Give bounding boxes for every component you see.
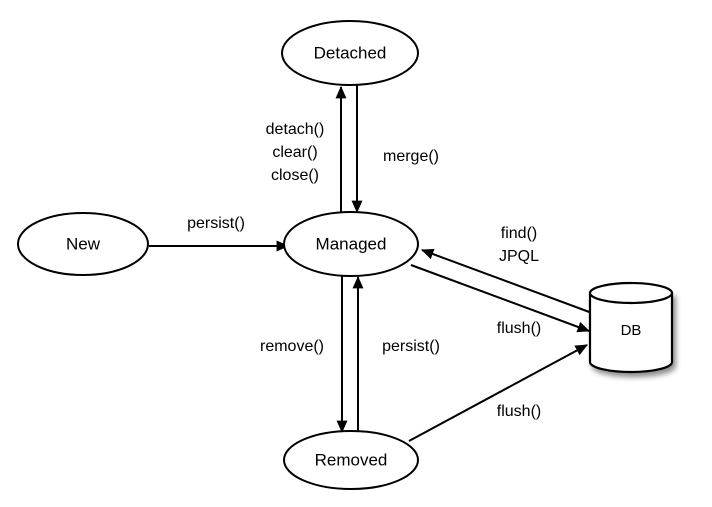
edge-new-to-managed: persist() (149, 215, 289, 252)
node-shape-managed (283, 211, 419, 277)
edge-label-flush-managed: flush() (497, 320, 541, 337)
edge-label-flush-removed: flush() (497, 403, 541, 420)
edge-label-close: close() (271, 167, 319, 184)
node-label-new: New (66, 234, 101, 253)
edge-line-managed-to-db (410, 264, 590, 333)
node-label-removed: Removed (315, 450, 388, 469)
edge-removed-to-managed: persist() (352, 276, 440, 433)
node-shape-removed (283, 430, 419, 490)
node-shape-detached (281, 20, 419, 86)
edge-managed-to-removed: remove() (260, 276, 348, 433)
node-detached[interactable]: Detached (281, 20, 419, 86)
node-shape-new (17, 212, 149, 276)
node-label-managed: Managed (316, 234, 387, 253)
node-label-detached: Detached (314, 43, 387, 62)
edge-label-remove: remove() (260, 338, 324, 355)
node-removed[interactable]: Removed (283, 430, 419, 490)
edge-line-db-to-managed (421, 248, 593, 314)
edge-db-to-managed: find() JPQL (421, 225, 593, 314)
edge-label-clear: clear() (272, 144, 317, 161)
edge-label-find: find() (501, 225, 537, 242)
edge-removed-to-db: flush() (408, 344, 588, 442)
edge-label-jpql: JPQL (499, 248, 539, 265)
db-cylinder-side (588, 291, 674, 374)
node-label-db: DB (621, 322, 642, 339)
node-db[interactable]: DB (588, 281, 674, 374)
edge-managed-to-db: flush() (410, 264, 590, 337)
edge-label-persist-removed: persist() (382, 338, 440, 355)
node-managed[interactable]: Managed (283, 211, 419, 277)
edge-label-persist-new: persist() (187, 215, 245, 232)
db-cylinder-top (588, 281, 674, 305)
edge-line-removed-to-db (408, 344, 588, 442)
node-new[interactable]: New (17, 212, 149, 276)
edge-label-merge: merge() (383, 148, 439, 165)
edge-detached-to-managed: merge() (351, 85, 439, 213)
edge-label-detach: detach() (266, 121, 325, 138)
edge-managed-to-detached: detach() clear() close() (266, 86, 347, 214)
db-cylinder-body (588, 291, 674, 374)
